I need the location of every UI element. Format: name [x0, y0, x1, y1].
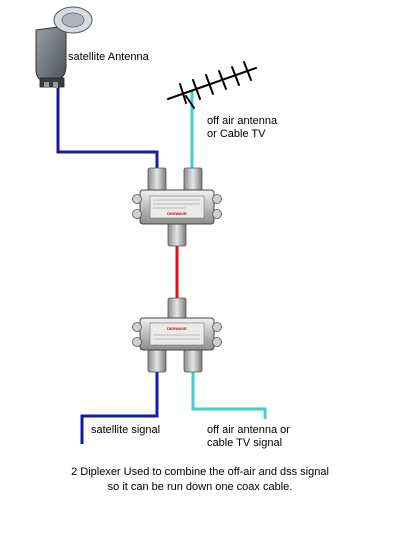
off-air-antenna-icon: [167, 61, 257, 109]
off-air-antenna-label-line1: off air antenna: [207, 115, 278, 127]
satellite-signal-label: satellite signal: [91, 424, 161, 436]
off-air-signal-label-line2: cable TV signal: [207, 437, 283, 449]
top-diplexer-brand: DIGIWAVE: [167, 211, 187, 216]
caption-line1: 2 Diplexer Used to combine the off-air a…: [71, 466, 329, 478]
satellite-lnb-icon: [35, 6, 93, 88]
satellite-cable-top: [56, 85, 159, 170]
bottom-diplexer-icon: DIGIWAVE: [132, 297, 222, 373]
off-air-signal-label-line1: off air antenna or: [207, 424, 290, 436]
satellite-antenna-label: satellite Antenna: [68, 51, 149, 63]
off-air-antenna-label-line2: or Cable TV: [207, 128, 266, 140]
caption-line2: so it can be run down one coax cable.: [107, 481, 293, 493]
antenna-cable-bottom: [191, 372, 267, 419]
bottom-diplexer-brand: DIGIWAVE: [167, 326, 187, 331]
top-diplexer-icon: DIGIWAVE: [132, 167, 222, 247]
satellite-cable-bottom: [80, 372, 159, 444]
